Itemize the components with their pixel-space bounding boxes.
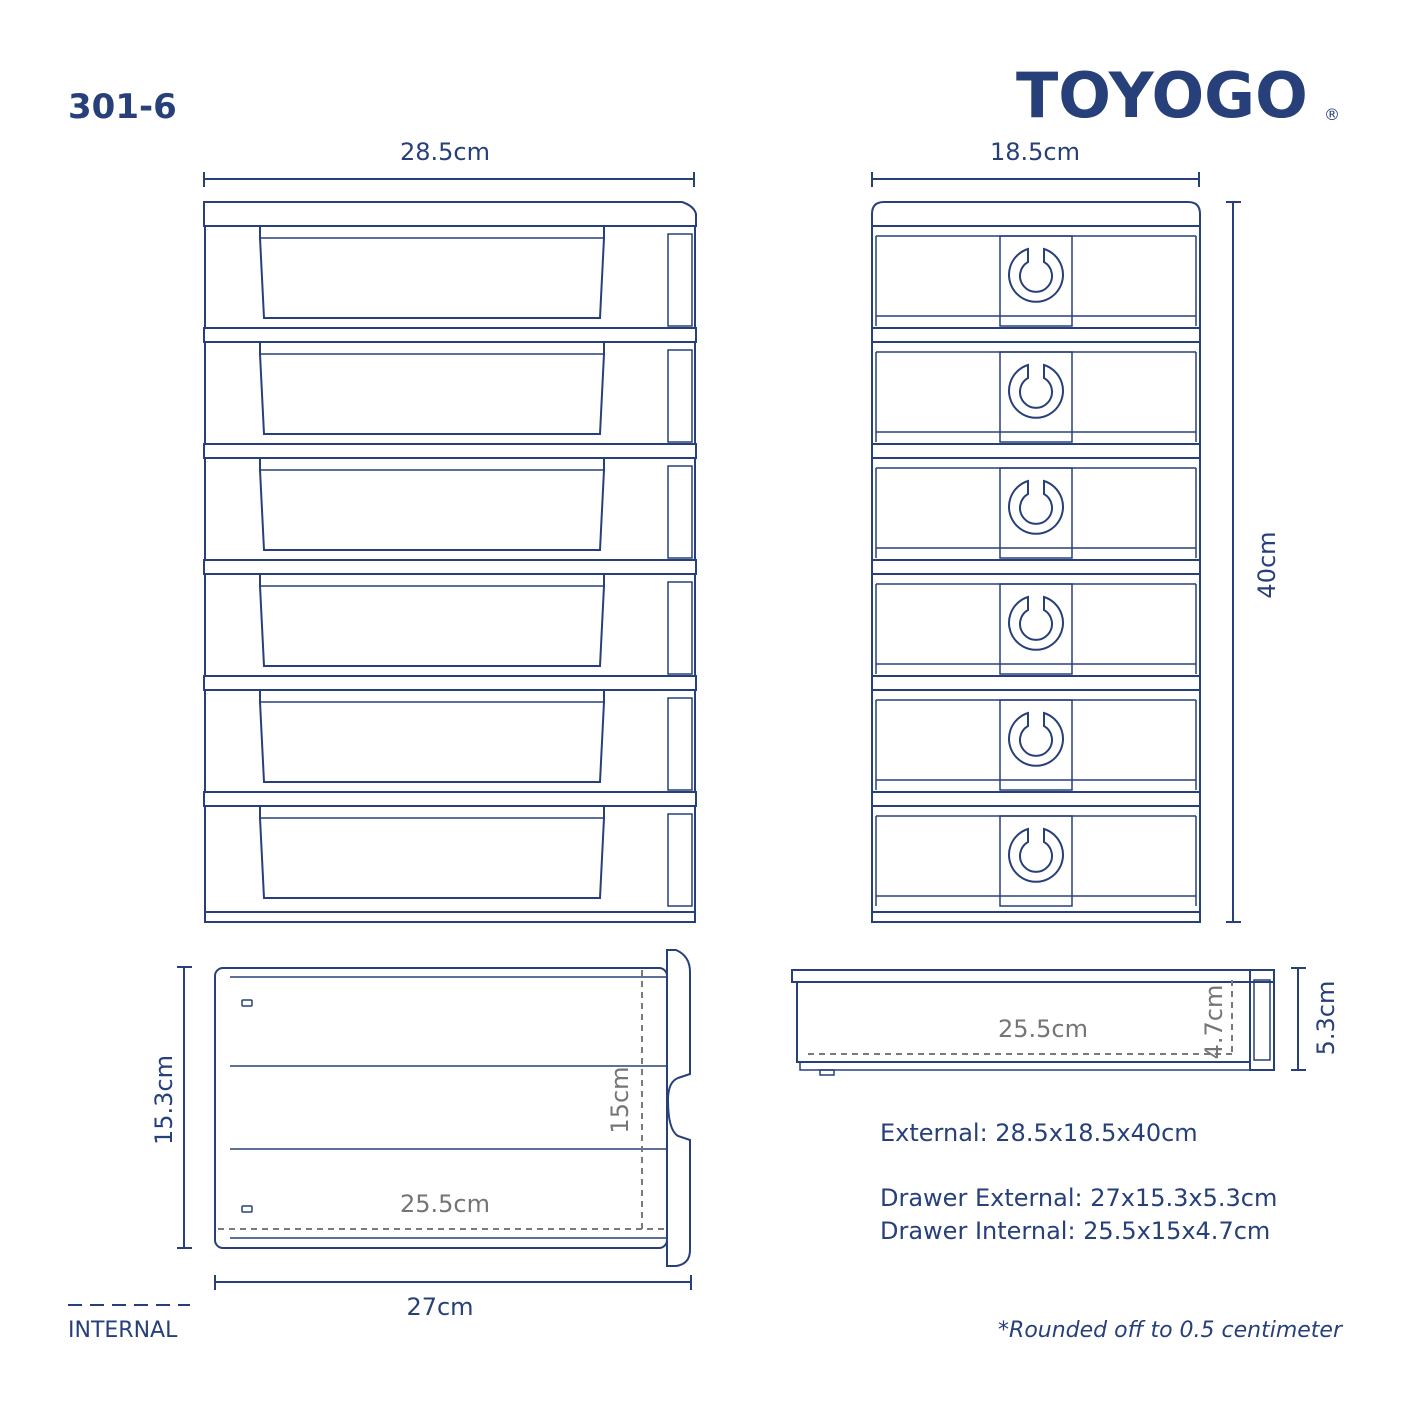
side-view: 18.5cm 40cm <box>871 138 1281 923</box>
shelf-divider <box>203 327 697 343</box>
drawer-side-inner-length-label: 25.5cm <box>998 1015 1088 1043</box>
drawer-face <box>259 689 605 783</box>
drawer-handle-panel <box>666 949 691 1267</box>
drawer-side-depth-label: 5.3cm <box>1312 981 1340 1056</box>
drawer-handle-plate <box>999 351 1073 443</box>
side-rail <box>667 813 693 907</box>
front-drawer <box>203 573 697 691</box>
drawer-side-view: 25.5cm 4.7cm 5.3cm <box>791 967 1340 1076</box>
side-drawer <box>871 467 1201 575</box>
height-dimension: 40cm <box>1226 201 1281 923</box>
shelf-divider <box>203 791 697 807</box>
side-shelf-divider <box>871 443 1201 459</box>
side-drawer <box>875 815 1197 907</box>
side-shelf-divider <box>871 675 1201 691</box>
drawer-top-view: 15.3cm 25.5cm 15cm 27cm <box>150 949 692 1321</box>
side-drawer <box>871 351 1201 459</box>
ring-handle-icon <box>1008 595 1064 651</box>
brand-name: TOYOGO <box>1016 59 1308 132</box>
drawer-slot-bottom <box>241 1205 253 1213</box>
drawer-side-depth-dimension: 5.3cm <box>1291 967 1340 1071</box>
front-drawer <box>203 689 697 807</box>
drawer-handle-plate <box>999 235 1073 327</box>
shelf-divider <box>203 443 697 459</box>
spec-drawer-internal: Drawer Internal: 25.5x15x4.7cm <box>880 1217 1270 1245</box>
drawer-length-dimension: 27cm <box>214 1275 692 1321</box>
side-rail <box>667 465 693 559</box>
drawer-length-label: 27cm <box>406 1293 473 1321</box>
spec-drawer-external: Drawer External: 27x15.3x5.3cm <box>880 1184 1277 1212</box>
side-top <box>871 201 1201 227</box>
drawer-face <box>259 225 605 319</box>
registered-mark: ® <box>1324 105 1340 124</box>
model-number: 301-6 <box>68 87 177 127</box>
side-depth-dimension: 18.5cm <box>871 138 1200 187</box>
side-rail <box>667 581 693 675</box>
ring-handle-icon <box>1008 711 1064 767</box>
footnote: *Rounded off to 0.5 centimeter <box>998 1318 1344 1343</box>
shelf-divider <box>203 559 697 575</box>
front-drawer <box>203 225 697 343</box>
front-view: 28.5cm <box>203 138 697 923</box>
front-drawers <box>203 225 697 913</box>
drawer-handle-plate <box>999 815 1073 907</box>
drawer-height-dimension: 15.3cm <box>150 966 192 1249</box>
side-rail <box>667 349 693 443</box>
drawer-side-foot <box>819 1069 835 1076</box>
drawer-side-rim <box>791 969 1275 983</box>
drawer-slot-top <box>241 999 253 1007</box>
drawer-inner-height-label: 15cm <box>606 1066 634 1133</box>
ring-handle-icon <box>1008 363 1064 419</box>
front-width-dimension: 28.5cm <box>203 138 695 187</box>
cabinet-top <box>203 201 697 227</box>
side-rail <box>667 233 693 327</box>
spec-list: External: 28.5x18.5x40cm Drawer External… <box>880 1119 1277 1245</box>
drawer-side-inner-depth-label: 4.7cm <box>1200 985 1228 1060</box>
side-drawer <box>871 235 1201 343</box>
drawer-handle-plate <box>999 583 1073 675</box>
side-depth-label: 18.5cm <box>990 138 1080 166</box>
drawer-handle-plate <box>999 467 1073 559</box>
drawer-face <box>259 805 605 899</box>
side-drawers <box>871 235 1201 913</box>
height-label: 40cm <box>1253 531 1281 598</box>
legend-internal: INTERNAL <box>68 1304 190 1343</box>
drawer-height-label: 15.3cm <box>150 1055 178 1145</box>
legend-label: INTERNAL <box>68 1318 178 1343</box>
shelf-divider <box>203 675 697 691</box>
drawer-side-front <box>1249 969 1275 1071</box>
front-drawer <box>203 457 697 575</box>
side-rail <box>667 697 693 791</box>
front-width-label: 28.5cm <box>400 138 490 166</box>
side-drawer <box>871 699 1201 807</box>
ring-handle-icon <box>1008 247 1064 303</box>
drawer-face <box>259 457 605 551</box>
drawer-inner-length-label: 25.5cm <box>400 1190 490 1218</box>
spec-external: External: 28.5x18.5x40cm <box>880 1119 1198 1147</box>
side-shelf-divider <box>871 327 1201 343</box>
side-shelf-divider <box>871 559 1201 575</box>
drawer-handle-plate <box>999 699 1073 791</box>
side-shelf-divider <box>871 791 1201 807</box>
brand-logo: TOYOGO ® <box>1016 59 1340 132</box>
front-drawer <box>203 341 697 459</box>
drawer-face <box>259 573 605 667</box>
front-drawer <box>259 805 693 907</box>
drawer-side-handle <box>1253 979 1271 1061</box>
drawer-face <box>259 341 605 435</box>
ring-handle-icon <box>1008 827 1064 883</box>
side-drawer <box>871 583 1201 691</box>
ring-handle-icon <box>1008 479 1064 535</box>
